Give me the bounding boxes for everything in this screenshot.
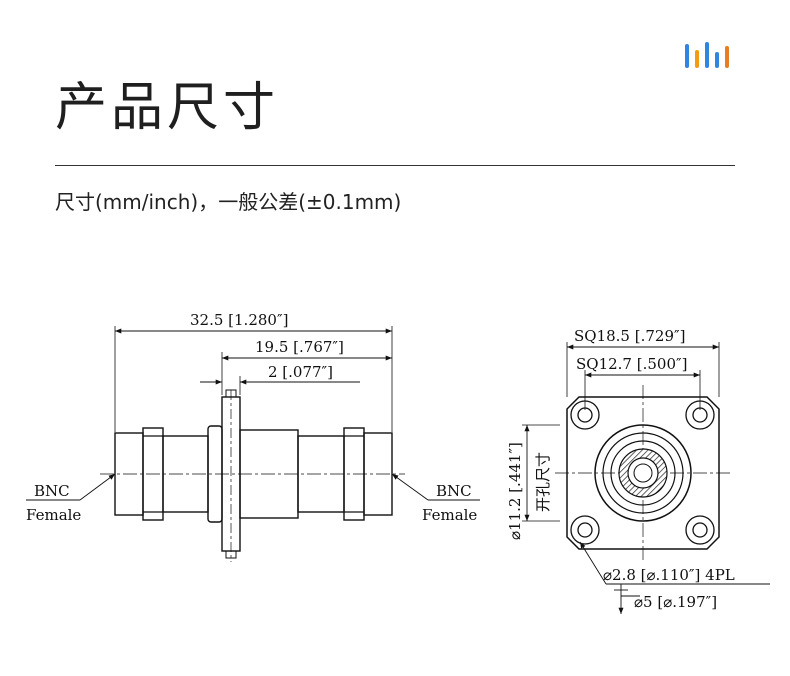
dim-square-hole-spacing: SQ12.7 [.500″] — [576, 355, 687, 373]
dim-overall-length: 32.5 [1.280″] — [190, 311, 288, 329]
side-view — [26, 326, 480, 562]
left-connector-gender: Female — [26, 506, 81, 524]
dim-panel-cutout: ⌀11.2 [.441″] — [506, 442, 524, 540]
brand-logo-icon — [685, 42, 729, 68]
right-connector-gender: Female — [422, 506, 477, 524]
dim-square-outer: SQ18.5 [.729″] — [574, 327, 685, 345]
dim-flange-thickness: 2 [.077″] — [268, 363, 333, 381]
left-connector-type: BNC — [34, 482, 70, 500]
panel-cutout-note: 开孔尺寸 — [534, 452, 552, 512]
page-title: 产品尺寸 — [55, 78, 280, 138]
title-divider — [55, 165, 735, 166]
dim-mount-hole: ⌀2.8 [⌀.110″] 4PL — [603, 566, 735, 584]
dimension-units-note: 尺寸(mm/inch)，一般公差(±0.1mm) — [55, 190, 402, 214]
front-view — [522, 342, 770, 614]
dim-counterbore: ⌀5 [⌀.197″] — [634, 593, 717, 611]
dim-half-length: 19.5 [.767″] — [255, 338, 344, 356]
right-connector-type: BNC — [436, 482, 472, 500]
